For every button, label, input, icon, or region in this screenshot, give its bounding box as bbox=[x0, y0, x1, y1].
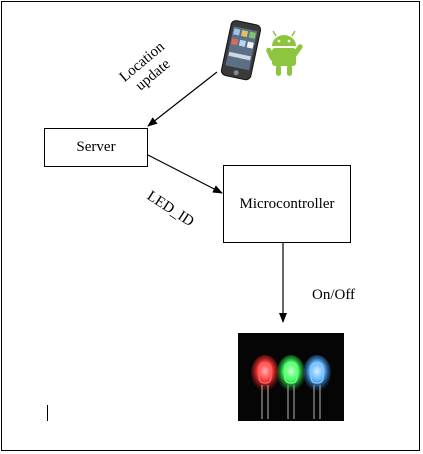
edge-label-on-off: On/Off bbox=[312, 287, 356, 303]
arrow-server-to-microcontroller bbox=[147, 154, 223, 194]
microcontroller-node: Microcontroller bbox=[223, 165, 351, 243]
arrow-phone-to-server bbox=[147, 71, 218, 127]
server-node: Server bbox=[44, 128, 148, 167]
text-cursor bbox=[47, 405, 48, 421]
microcontroller-label: Microcontroller bbox=[239, 195, 335, 212]
rgb-leds-image bbox=[238, 333, 344, 421]
smartphone-android-icon bbox=[220, 20, 303, 81]
server-label: Server bbox=[76, 139, 116, 155]
